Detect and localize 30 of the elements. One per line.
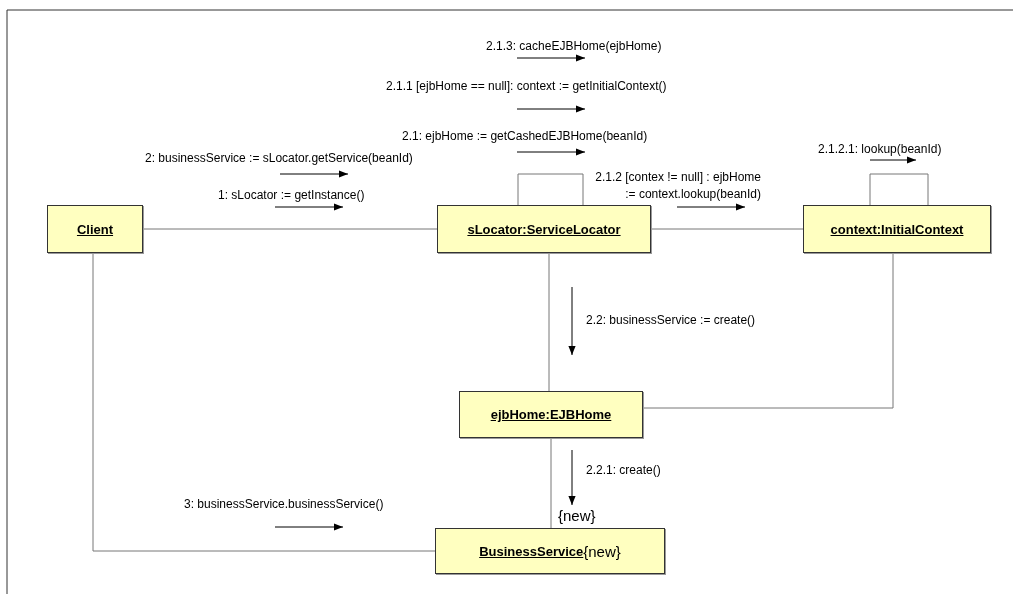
object-box bbox=[437, 205, 651, 253]
object-box bbox=[47, 205, 143, 253]
object-box bbox=[803, 205, 991, 253]
object-name: context:InitialContext bbox=[830, 221, 964, 237]
message-label: 2: businessService := sLocator.getService(beanId) bbox=[145, 150, 413, 167]
object-box bbox=[435, 528, 665, 574]
link-line bbox=[548, 252, 550, 392]
message-label: 1: sLocator := getInstance() bbox=[218, 187, 365, 204]
message-label: 2.1.3: cacheEJBHome(ejbHome) bbox=[486, 38, 662, 55]
constraint-text: {new} bbox=[558, 507, 596, 524]
link-line bbox=[642, 252, 894, 409]
object-name: BusinessService bbox=[479, 543, 584, 559]
object-name: sLocator:ServiceLocator bbox=[467, 221, 621, 237]
message-label: 2.1.2.1: lookup(beanId) bbox=[818, 141, 942, 158]
message-label: 2.1: ejbHome := getCashedEJBHome(beanId) bbox=[402, 128, 648, 145]
message-label: 2.1.2 [contex != null] : ejbHome := context.lookup(beanId) bbox=[594, 169, 761, 203]
self-link bbox=[869, 173, 929, 206]
link-line bbox=[550, 437, 552, 529]
message-label: 2.1.1 [ejbHome == null]: context := getInitialContext() bbox=[386, 78, 667, 95]
object-box bbox=[459, 391, 643, 438]
constraint-text: {new} bbox=[583, 542, 621, 560]
object-name: ejbHome:EJBHome bbox=[490, 407, 612, 422]
link-line bbox=[92, 252, 436, 552]
object-name: Client bbox=[76, 221, 114, 237]
message-label: 2.2.1: create() bbox=[586, 462, 661, 479]
self-link bbox=[517, 173, 584, 206]
link-line bbox=[142, 228, 438, 230]
message-label: 2.2: businessService := create() bbox=[586, 312, 756, 329]
link-line bbox=[650, 228, 804, 230]
message-label: 3: businessService.businessService() bbox=[184, 496, 384, 513]
